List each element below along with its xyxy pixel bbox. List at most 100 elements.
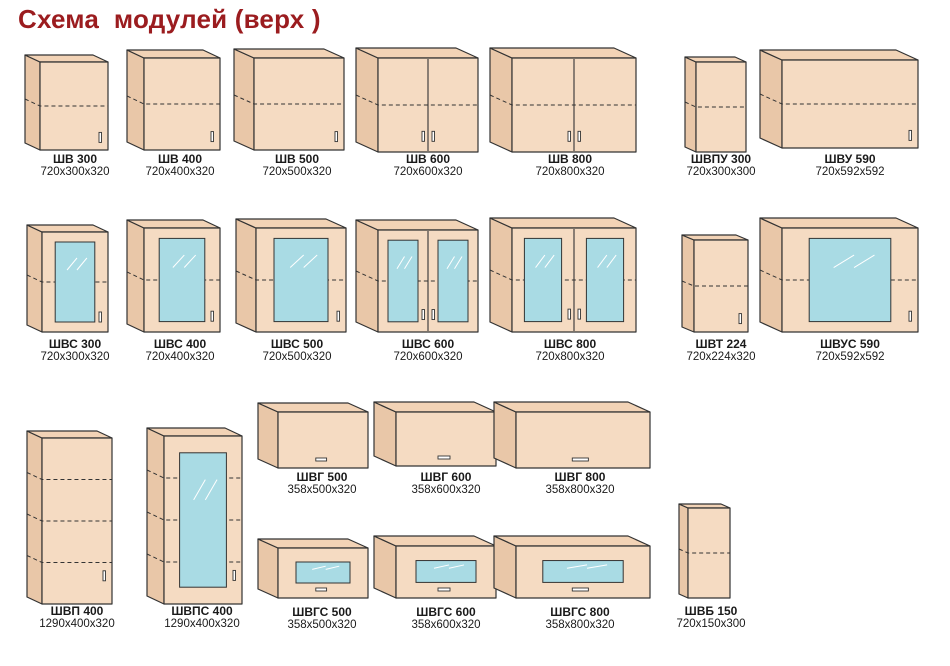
shelf-line — [26, 555, 112, 563]
module-drawing — [681, 234, 749, 333]
glass-glare — [566, 564, 588, 569]
handle — [421, 309, 425, 321]
module-name: ШВТ 224 — [695, 337, 747, 351]
cabinet-side — [489, 217, 513, 333]
module-drawing — [373, 401, 497, 467]
cabinet-top — [493, 401, 651, 413]
glass-glare — [396, 256, 405, 270]
handle — [98, 311, 102, 323]
cabinet-side — [759, 49, 783, 149]
cabinet-top — [489, 47, 637, 59]
handle — [437, 587, 451, 592]
module-17 — [254, 399, 372, 472]
cabinet-top — [126, 219, 221, 229]
module-5 — [486, 44, 640, 156]
module-drawing — [233, 48, 345, 151]
module-drawing — [684, 56, 747, 153]
shelf-line — [26, 513, 112, 522]
glass-glare — [325, 565, 340, 570]
shelf-line — [26, 274, 108, 283]
module-name: ШВГС 600 — [416, 605, 476, 619]
module-drawing — [373, 535, 497, 599]
module-2 — [123, 46, 224, 154]
cabinet-top — [678, 503, 731, 509]
glass-glare — [448, 564, 465, 569]
cabinet-side — [373, 535, 397, 599]
cabinet-top — [257, 402, 369, 413]
cabinet-top — [373, 535, 497, 547]
module-1 — [21, 51, 112, 154]
glass-glare — [76, 257, 88, 271]
glass-glare — [172, 254, 185, 268]
module-drawing — [257, 538, 369, 599]
module-12 — [486, 214, 640, 336]
module-name: ШВГС 500 — [292, 605, 352, 619]
module-dimensions: 720x150x300 — [676, 618, 746, 630]
cabinet-top — [26, 224, 109, 233]
handle — [908, 129, 912, 141]
shelf-line — [235, 270, 346, 281]
handle — [577, 308, 581, 320]
module-dimensions: 720x500x320 — [262, 166, 332, 178]
module-dimensions: 720x800x320 — [535, 351, 605, 363]
module-name: ШВГ 800 — [554, 470, 606, 484]
glass-glare — [597, 254, 608, 268]
shelf-line — [489, 94, 636, 106]
module-name: ШВ 300 — [52, 152, 98, 166]
module-15 — [23, 427, 116, 608]
module-name: ШВПС 400 — [171, 604, 233, 618]
cabinet-top — [257, 538, 369, 549]
shelf-line — [233, 94, 344, 105]
handle — [571, 457, 589, 462]
glass-glare — [404, 256, 413, 270]
shelf-line — [24, 98, 108, 107]
handle — [567, 308, 571, 320]
module-drawing — [759, 217, 919, 333]
module-drawing — [126, 49, 221, 151]
glass-panel — [542, 560, 624, 583]
module-drawing — [26, 430, 113, 605]
module-name: ШВГС 800 — [550, 605, 610, 619]
shelf-line — [26, 472, 112, 480]
module-drawing — [26, 224, 109, 333]
module-22 — [490, 532, 654, 602]
handle — [571, 587, 589, 592]
shelf-line — [355, 94, 478, 106]
glass-panel — [585, 237, 625, 323]
module-name: ШВУС 590 — [820, 337, 880, 351]
glass-panel — [54, 241, 96, 323]
module-name: ШВ 500 — [274, 152, 320, 166]
module-dimensions: 358x500x320 — [287, 484, 357, 496]
module-name: ШВС 600 — [401, 337, 455, 351]
module-dimensions: 720x600x320 — [393, 351, 463, 363]
glass-panel — [179, 452, 227, 588]
handle — [232, 569, 236, 581]
module-14 — [756, 214, 922, 336]
handle — [421, 130, 425, 142]
glass-glare — [312, 565, 326, 570]
module-drawing — [489, 217, 637, 333]
module-name: ШВС 300 — [48, 337, 102, 351]
cabinet-top — [355, 47, 479, 59]
glass-panel — [295, 561, 351, 584]
cabinet-side — [759, 217, 783, 333]
module-name: ШВС 400 — [153, 337, 207, 351]
module-9 — [123, 216, 224, 336]
module-4 — [352, 44, 482, 156]
glass-panel — [387, 239, 419, 323]
module-name: ШВ 600 — [405, 152, 451, 166]
cabinet-top — [681, 234, 749, 241]
